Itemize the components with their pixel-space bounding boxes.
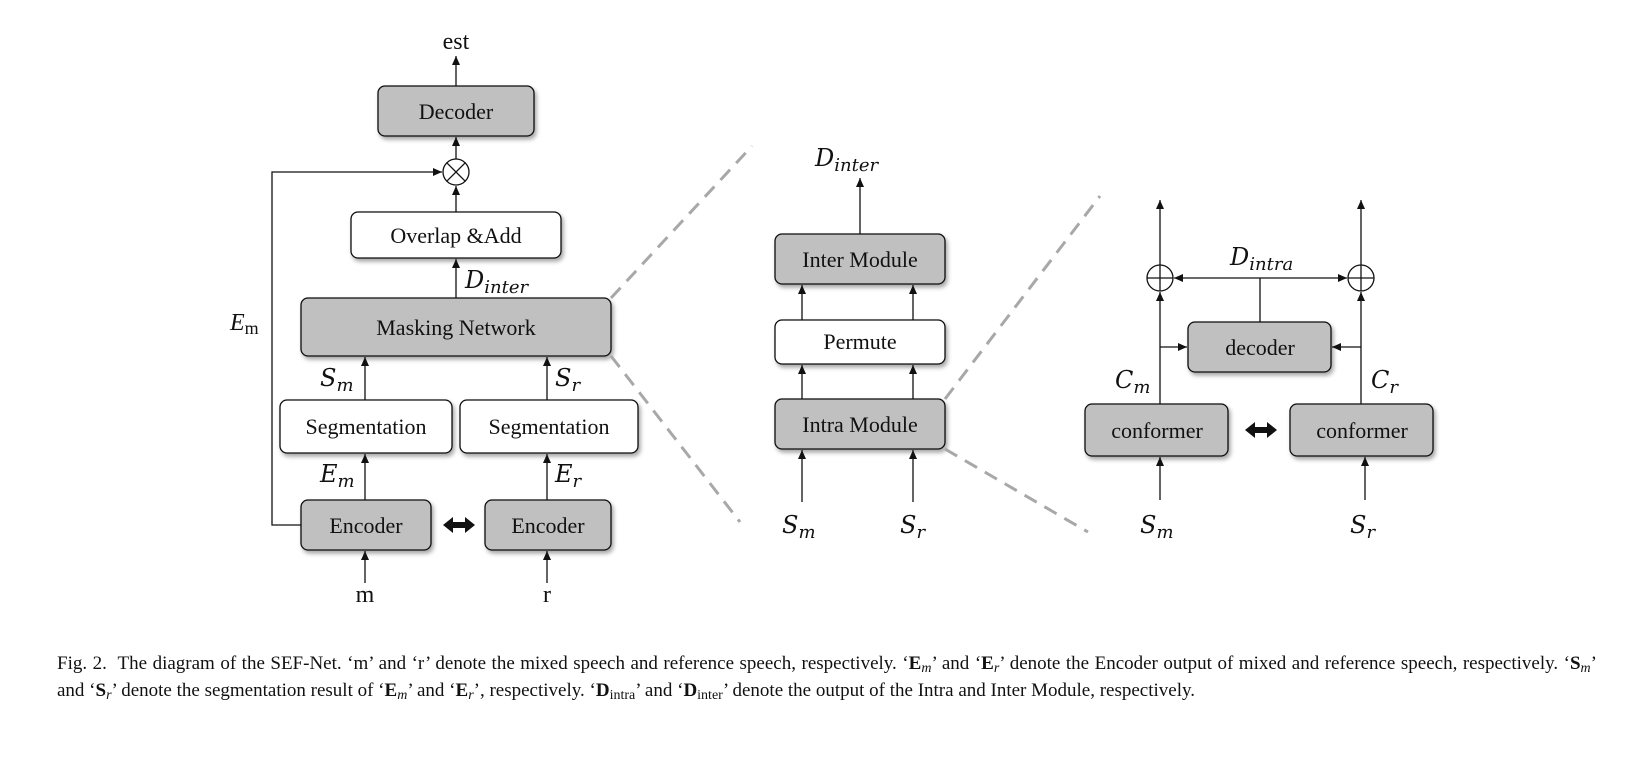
output-est-label: est	[443, 29, 470, 55]
add-node-right	[1347, 264, 1375, 292]
conformer-box-m	[1084, 403, 1229, 457]
caption-em-bold: E	[908, 653, 922, 674]
segmentation-box-m	[279, 399, 453, 454]
encoder-box-r	[484, 499, 612, 551]
c-m-label: Cm	[1115, 366, 1150, 398]
overlap-add-label: Overlap &Add	[390, 223, 521, 248]
caption-dinter-sub: inter	[697, 688, 723, 703]
inter-module-label: Inter Module	[802, 247, 917, 272]
middle-panel	[774, 178, 946, 502]
caption-em2-sub: m	[397, 688, 408, 703]
caption-text-6: ’ and ‘	[407, 680, 456, 701]
input-r-label: r	[543, 582, 551, 608]
double-arrow-icon-right	[1245, 422, 1277, 438]
permute-box	[774, 319, 946, 365]
caption-sm-bold: S	[1569, 653, 1581, 674]
d-inter-label-left: Dinter	[464, 266, 529, 298]
s-m-label-right: Sm	[1140, 511, 1174, 543]
c-r-label: Cr	[1371, 366, 1399, 398]
d-intra-label: Dintra	[1229, 243, 1293, 275]
intra-module-label: Intra Module	[802, 412, 917, 437]
add-node-left	[1146, 264, 1174, 292]
caption-em2-bold: E	[384, 680, 398, 701]
caption-text-3: ’ denote the Encoder output of mixed and…	[999, 653, 1570, 674]
double-arrow-icon-left	[443, 517, 475, 533]
d-inter-label-middle: Dinter	[814, 144, 879, 176]
caption-text-1: The diagram of the SEF-Net. ‘m’ and ‘r’ …	[117, 653, 909, 674]
caption-text-8: ’ and ‘	[635, 680, 684, 701]
caption-dintra-sub: intra	[609, 688, 636, 703]
caption-em-sub: m	[921, 661, 932, 676]
e-r-label-left: Er	[554, 460, 583, 492]
segmentation-label-m: Segmentation	[306, 414, 427, 439]
sef-net-diagram: Decoder Overlap &Add Masking Network Seg…	[229, 29, 1434, 608]
right-panel	[1084, 200, 1434, 500]
s-r-label-right: Sr	[1350, 511, 1376, 543]
encoder-label-m: Encoder	[329, 513, 403, 538]
input-m-label: m	[356, 582, 375, 608]
skip-label: Em	[229, 310, 259, 338]
segmentation-label-r: Segmentation	[489, 414, 610, 439]
e-m-label-left: Em	[319, 460, 355, 492]
multiply-node	[442, 158, 470, 186]
masking-network-label: Masking Network	[376, 315, 535, 340]
encoder-label-r: Encoder	[511, 513, 585, 538]
caption-text-7: ’, respectively. ‘	[473, 680, 596, 701]
decoder-lower-label: decoder	[1225, 335, 1295, 360]
caption-sr-bold: S	[95, 680, 107, 701]
permute-label: Permute	[823, 329, 896, 354]
caption-sr-sub: r	[106, 688, 112, 703]
caption-text-5: ’ denote the segmentation result of ‘	[111, 680, 385, 701]
s-m-label-left: Sm	[320, 364, 354, 396]
caption-sm-sub: m	[1580, 661, 1591, 676]
caption-fig-label: Fig. 2.	[57, 653, 107, 674]
segmentation-box-r	[459, 399, 639, 454]
caption-er2-sub: r	[468, 688, 474, 703]
caption-dintra-bold: D	[595, 680, 610, 701]
decoder-label: Decoder	[419, 99, 494, 124]
figure-caption: Fig. 2. The diagram of the SEF-Net. ‘m’ …	[57, 650, 1597, 704]
caption-er-sub: r	[993, 661, 1000, 676]
s-m-label-middle: Sm	[782, 511, 816, 543]
conformer-label-m: conformer	[1111, 418, 1203, 443]
conformer-label-r: conformer	[1316, 418, 1408, 443]
left-panel	[271, 56, 639, 583]
caption-text-9: ’ denote the output of the Intra and Int…	[722, 680, 1196, 701]
s-r-label-left: Sr	[555, 364, 581, 396]
caption-er2-bold: E	[455, 680, 469, 701]
zoom-lines-right	[943, 195, 1102, 534]
s-r-label-middle: Sr	[900, 511, 926, 543]
caption-dinter-bold: D	[683, 680, 698, 701]
zoom-lines-left	[609, 144, 754, 523]
caption-er-bold: E	[981, 653, 994, 674]
intra-module-box	[774, 398, 946, 450]
caption-text-4: ’ and ‘	[57, 653, 1597, 701]
caption-text-2: ’ and ‘	[931, 653, 982, 674]
